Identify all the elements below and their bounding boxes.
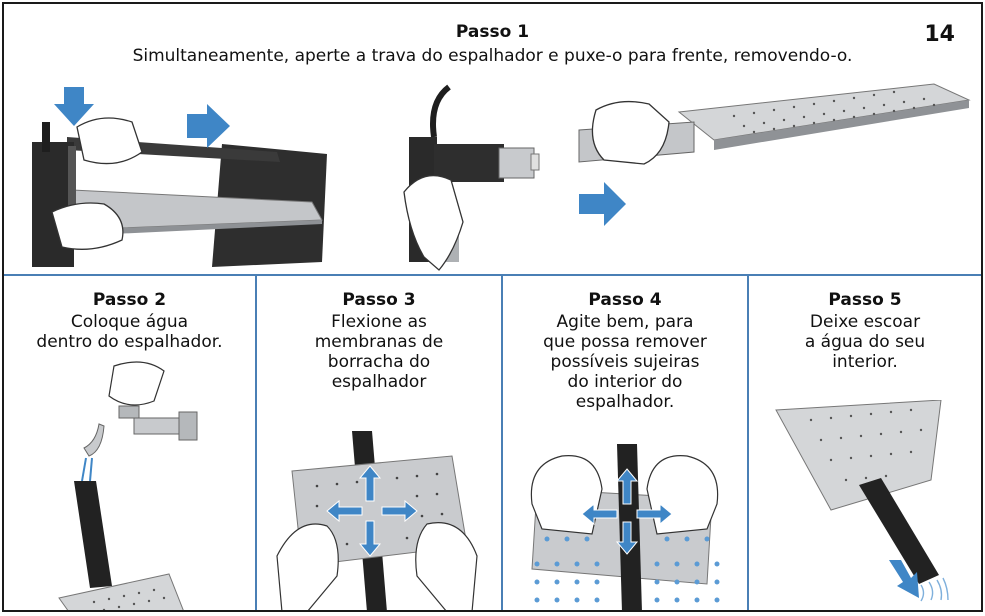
step1-description: Simultaneamente, aperte a trava do espal… [132, 46, 853, 66]
vertical-divider-3 [747, 276, 749, 610]
step2-illustration-fill-water [58, 361, 198, 610]
step2-description: Coloque água dentro do espalhador. [36, 312, 223, 352]
step2-title: Passo 2 [92, 290, 167, 310]
step3-description: Flexione as membranas de borracha do esp… [314, 312, 444, 392]
step3-title: Passo 3 [342, 290, 416, 310]
step5-title: Passo 5 [828, 290, 902, 310]
step1-title: Passo 1 [455, 22, 530, 42]
step5-panel: Passo 5 Deixe escoar a água do seu inter… [749, 276, 981, 610]
step4-illustration-shake [530, 444, 720, 610]
step4-title: Passo 4 [588, 290, 662, 310]
step4-description: Agite bem, para que possa remover possív… [543, 312, 707, 412]
vertical-divider-2 [501, 276, 503, 610]
step1-illustration-latch-detail [403, 84, 540, 271]
step1-illustration-pull-head [578, 83, 971, 226]
step2-panel: Passo 2 Coloque água dentro do espalhado… [4, 276, 255, 610]
step4-panel: Passo 4 Agite bem, para que possa remove… [503, 276, 747, 610]
horizontal-divider [4, 274, 981, 276]
page-number: 14 [924, 22, 955, 47]
step5-illustration-drain [775, 400, 949, 602]
step3-illustration-flex-membranes [276, 431, 478, 610]
step3-panel: Passo 3 Flexione as membranas de borrach… [257, 276, 501, 610]
step5-description: Deixe escoar a água do seu interior. [804, 312, 926, 372]
step1-illustration-press-latch [32, 87, 327, 267]
vertical-divider-1 [255, 276, 257, 610]
